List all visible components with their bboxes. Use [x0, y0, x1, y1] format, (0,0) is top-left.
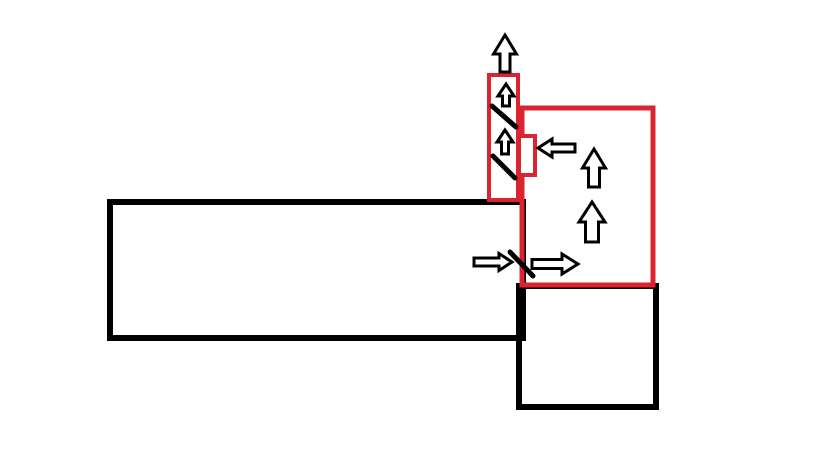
slash-thin-rectangle-lower: [490, 153, 518, 181]
arrow-left-inside-red-rectangle-icon: [535, 136, 577, 160]
large-red-rectangle: [519, 105, 656, 288]
bottom-right-black-square: [516, 283, 659, 410]
small-red-connector-rectangle: [517, 134, 537, 177]
thin-red-rectangle: [487, 73, 520, 202]
arrow-right-inside-red-rectangle-icon: [530, 251, 581, 277]
arrow-up-above-thin-rectangle-icon: [490, 32, 520, 74]
arrow-up-red-rectangle-upper-icon: [579, 146, 609, 189]
left-black-rectangle: [107, 199, 526, 341]
arrow-right-at-boundary-icon: [472, 250, 515, 274]
arrow-up-red-rectangle-lower-icon: [576, 199, 608, 244]
arrow-up-thin-rectangle-lower-icon: [494, 127, 516, 156]
slash-at-boundary: [507, 249, 536, 279]
arrow-up-thin-rectangle-upper-icon: [495, 81, 517, 108]
slash-thin-rectangle-upper: [489, 103, 519, 130]
